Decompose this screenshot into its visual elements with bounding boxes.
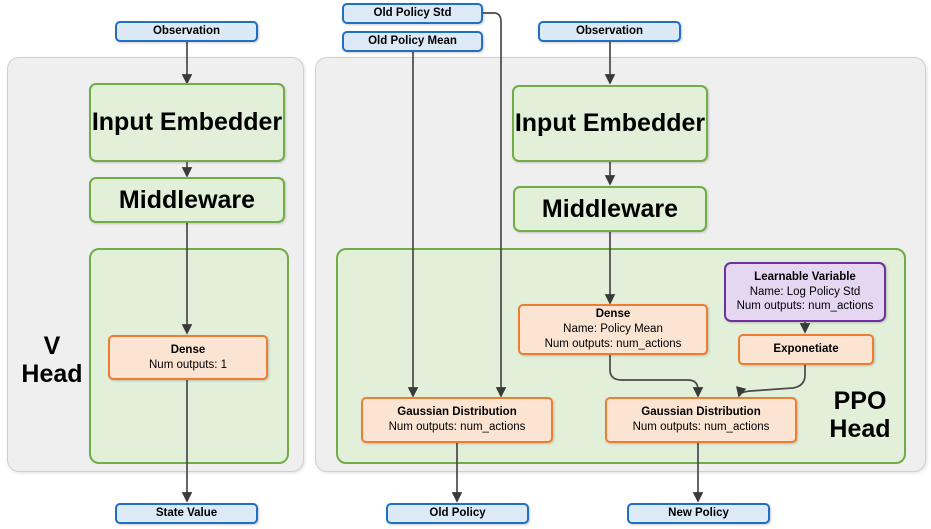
learnable-variable-name: Name: Log Policy Std [749,285,861,298]
input-old-policy-mean-label: Old Policy Mean [368,34,457,47]
ppo-head-label-line2: Head [829,415,891,443]
gaussian-new-outputs: Num outputs: num_actions [632,421,770,433]
v-head-input-embedder[interactable]: Input Embedder [89,83,285,162]
ppo-head-dense-name: Name: Policy Mean [563,323,663,336]
learnable-variable-title: Learnable Variable [754,270,856,283]
v-head-label: V Head [14,332,90,388]
output-old-policy-label: Old Policy [429,506,486,519]
exponentiate-title: Exponetiate [773,343,839,356]
v-head-middleware-label: Middleware [118,185,256,214]
v-head-dense-outputs: Num outputs: 1 [149,358,227,371]
ppo-head-gaussian-new[interactable]: Gaussian Distribution Num outputs: num_a… [605,397,797,443]
ppo-head-input-embedder[interactable]: Input Embedder [512,85,708,162]
ppo-head-dense-outputs: Num outputs: num_actions [544,337,682,350]
v-head-label-line1: V [43,332,61,360]
output-state-value-label: State Value [155,506,218,519]
ppo-head-learnable-variable[interactable]: Learnable Variable Name: Log Policy Std … [724,262,886,322]
ppo-head-dense-title: Dense [595,308,631,321]
v-head-input-embedder-label: Input Embedder [91,108,283,136]
v-head-label-line2: Head [21,360,83,388]
ppo-head-gaussian-old[interactable]: Gaussian Distribution Num outputs: num_a… [361,397,553,443]
input-observation-right-label: Observation [575,24,644,37]
input-observation-right[interactable]: Observation [538,21,681,42]
gaussian-new-title: Gaussian Distribution [641,406,761,419]
gaussian-old-outputs: Num outputs: num_actions [388,421,526,433]
ppo-head-exponentiate[interactable]: Exponetiate [738,334,874,365]
gaussian-old-title: Gaussian Distribution [397,406,517,419]
output-old-policy[interactable]: Old Policy [386,503,529,524]
output-new-policy[interactable]: New Policy [627,503,770,524]
input-old-policy-std[interactable]: Old Policy Std [342,3,483,24]
input-old-policy-mean[interactable]: Old Policy Mean [342,31,483,52]
ppo-head-label: PPO Head [815,387,905,443]
ppo-head-middleware-label: Middleware [541,194,679,223]
input-observation-left[interactable]: Observation [115,21,258,42]
input-old-policy-std-label: Old Policy Std [373,6,452,19]
ppo-head-label-line1: PPO [833,387,887,415]
output-state-value[interactable]: State Value [115,503,258,524]
v-head-dense[interactable]: Dense Num outputs: 1 [108,335,268,380]
output-new-policy-label: New Policy [668,506,729,519]
ppo-head-dense-policy-mean[interactable]: Dense Name: Policy Mean Num outputs: num… [518,304,708,355]
ppo-head-middleware[interactable]: Middleware [513,186,707,232]
input-observation-left-label: Observation [152,24,221,37]
v-head-middleware[interactable]: Middleware [89,177,285,223]
ppo-head-input-embedder-label: Input Embedder [514,109,706,137]
v-head-dense-title: Dense [170,343,206,356]
learnable-variable-outputs: Num outputs: num_actions [736,300,874,313]
